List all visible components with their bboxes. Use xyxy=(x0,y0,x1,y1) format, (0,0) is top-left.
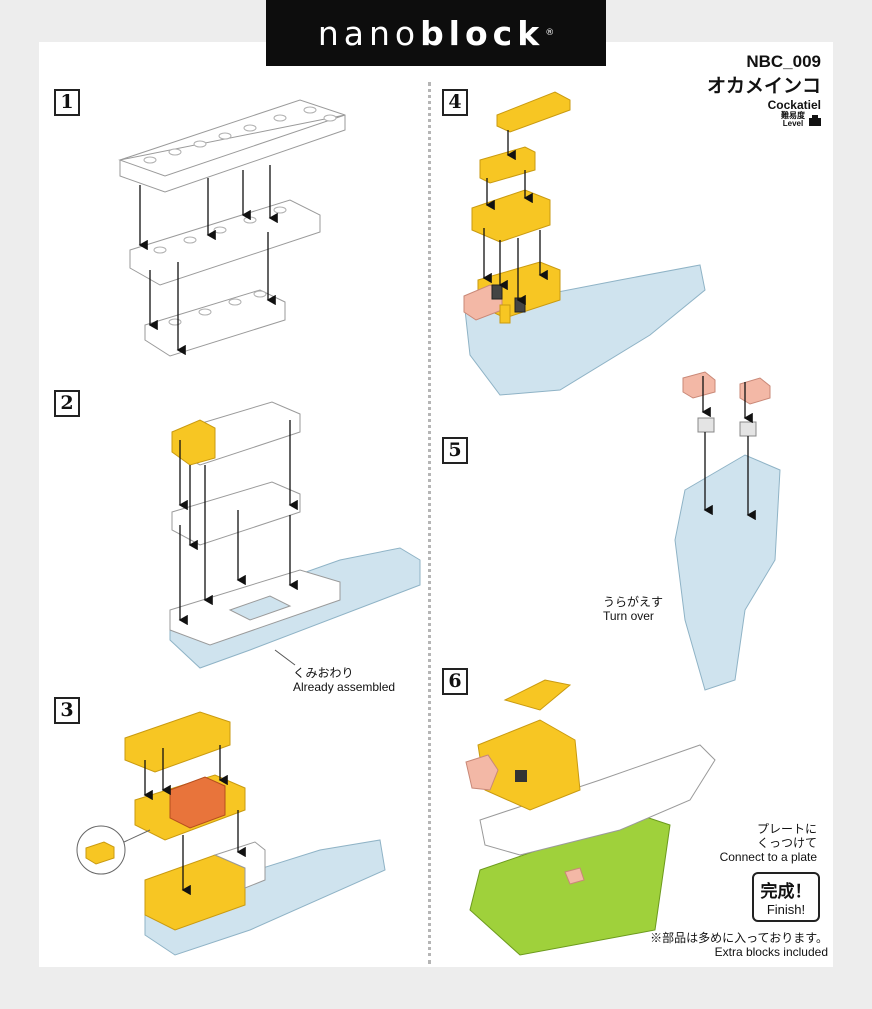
finish-jp: 完成！ xyxy=(754,877,818,902)
step-number-5: 5 xyxy=(442,437,468,464)
finish-en: Finish! xyxy=(754,902,818,917)
step6-note-jp-2: くっつけて xyxy=(720,836,817,850)
model-info: NBC_009 オカメインコ Cockatiel 難易度 Level xyxy=(707,52,821,128)
step1-illustration xyxy=(120,100,345,356)
step-number-2: 2 xyxy=(54,390,80,417)
difficulty-level: 難易度 Level xyxy=(707,112,821,128)
step5-illustration xyxy=(675,372,780,690)
step2-note-en: Already assembled xyxy=(293,680,395,694)
step6-note-jp-1: プレートに xyxy=(720,822,817,836)
model-name-en: Cockatiel xyxy=(707,98,821,112)
extra-blocks-en: Extra blocks included xyxy=(650,945,828,959)
step2-note: くみおわり Already assembled xyxy=(293,666,395,694)
step-number-1: 1 xyxy=(54,89,80,116)
extra-blocks-jp: ※部品は多めに入っております。 xyxy=(650,931,828,945)
step5-note-jp: うらがえす xyxy=(603,595,663,609)
step2-illustration xyxy=(170,402,420,668)
step6-illustration xyxy=(466,680,715,955)
level-block-icon xyxy=(809,115,821,126)
level-label-en: Level xyxy=(781,120,805,128)
step5-note: うらがえす Turn over xyxy=(603,595,663,623)
step3-illustration xyxy=(77,712,385,955)
step5-note-en: Turn over xyxy=(603,609,663,623)
step-number-3: 3 xyxy=(54,697,80,724)
model-name-jp: オカメインコ xyxy=(707,71,821,98)
step4-illustration xyxy=(464,92,705,395)
step6-note-en: Connect to a plate xyxy=(720,850,817,864)
step-number-6: 6 xyxy=(442,668,468,695)
step6-note: プレートに くっつけて Connect to a plate xyxy=(720,822,817,864)
step-number-4: 4 xyxy=(442,89,468,116)
finish-badge: 完成！ Finish! xyxy=(752,872,820,922)
extra-blocks-note: ※部品は多めに入っております。 Extra blocks included xyxy=(650,931,828,959)
step2-note-jp: くみおわり xyxy=(293,666,395,680)
model-code: NBC_009 xyxy=(707,52,821,72)
